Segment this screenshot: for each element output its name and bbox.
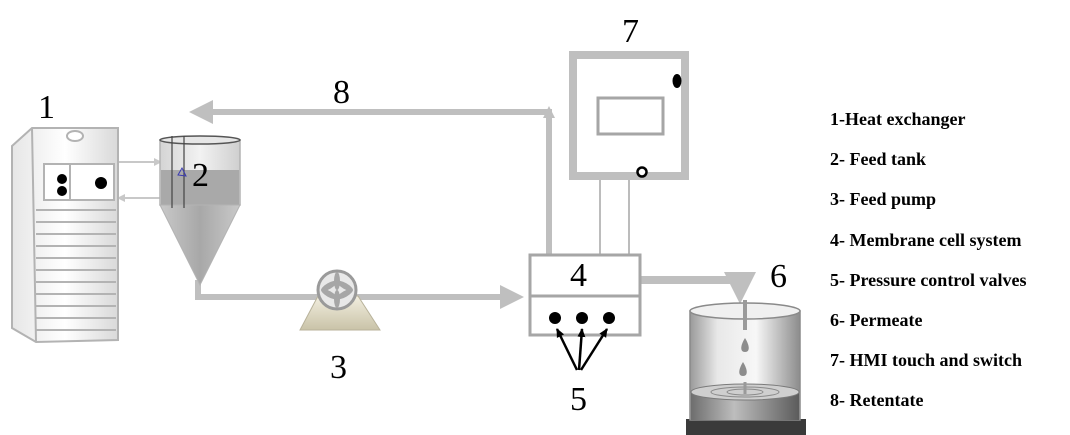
legend-item-feed-pump: 3- Feed pump xyxy=(830,189,936,209)
legend-item-hmi: 7- HMI touch and switch xyxy=(830,350,1022,370)
heat-exchanger-cap xyxy=(66,130,84,142)
hmi-indicator xyxy=(672,74,682,88)
pressure-valve-3 xyxy=(603,312,615,324)
feed-tank xyxy=(159,135,241,287)
label-membrane-cell-number: 4 xyxy=(570,257,587,294)
heat-exchanger-knob-2 xyxy=(57,186,67,196)
label-valves-number: 5 xyxy=(570,381,587,418)
legend-item-membrane-cell: 4- Membrane cell system xyxy=(830,230,1021,250)
label-permeate-number: 6 xyxy=(770,258,787,295)
label-feed-tank-number: 2 xyxy=(192,157,209,194)
permeate-pipe xyxy=(640,272,756,304)
feed-pump xyxy=(299,269,381,331)
hmi-switch xyxy=(636,166,648,178)
retentate-pipe xyxy=(189,100,552,255)
legend-item-retentate: 8- Retentate xyxy=(830,390,923,410)
hmi-panel xyxy=(569,51,689,180)
feed-tank-liquid xyxy=(161,170,239,205)
hmi-screen xyxy=(596,96,665,136)
label-hmi-number: 7 xyxy=(622,13,639,50)
pressure-valve-1 xyxy=(549,312,561,324)
label-retentate-number: 8 xyxy=(333,74,350,111)
feed-tank-sensor xyxy=(177,166,187,177)
beaker-base xyxy=(686,419,806,435)
pipes xyxy=(117,100,756,309)
permeate-beaker xyxy=(686,300,806,435)
feed-pipe-to-pump xyxy=(195,280,318,300)
feed-pump-base xyxy=(299,295,381,331)
heat-exchanger-knob-3 xyxy=(95,177,107,189)
permeate-drop-1 xyxy=(741,338,749,352)
feed-tank-rim xyxy=(159,135,241,145)
legend: 1-Heat exchanger 2- Feed tank 3- Feed pu… xyxy=(830,109,1026,410)
pressure-valve-2 xyxy=(576,312,588,324)
heat-exchanger-vents xyxy=(36,209,116,331)
membrane-cell-system xyxy=(528,253,642,371)
legend-item-permeate: 6- Permeate xyxy=(830,310,922,330)
hmi-enclosure xyxy=(569,51,689,180)
permeate-drop-2 xyxy=(739,362,747,376)
valve-pointer-arrows xyxy=(555,328,609,371)
feed-tank-cone xyxy=(159,204,241,287)
feed-pump-fan-icon xyxy=(321,272,353,308)
retentate-riser-arrow xyxy=(543,106,555,118)
legend-item-feed-tank: 2- Feed tank xyxy=(830,149,926,169)
heat-exchanger-knob-1 xyxy=(57,174,67,184)
component-numbers: 1 2 3 4 5 6 7 8 xyxy=(38,13,787,418)
legend-item-pressure-valves: 5- Pressure control valves xyxy=(830,270,1026,290)
label-feed-pump-number: 3 xyxy=(330,349,347,386)
label-heat-exchanger-number: 1 xyxy=(38,89,55,126)
legend-item-heat-exchanger: 1-Heat exchanger xyxy=(830,109,965,129)
heat-exchanger xyxy=(11,127,119,344)
